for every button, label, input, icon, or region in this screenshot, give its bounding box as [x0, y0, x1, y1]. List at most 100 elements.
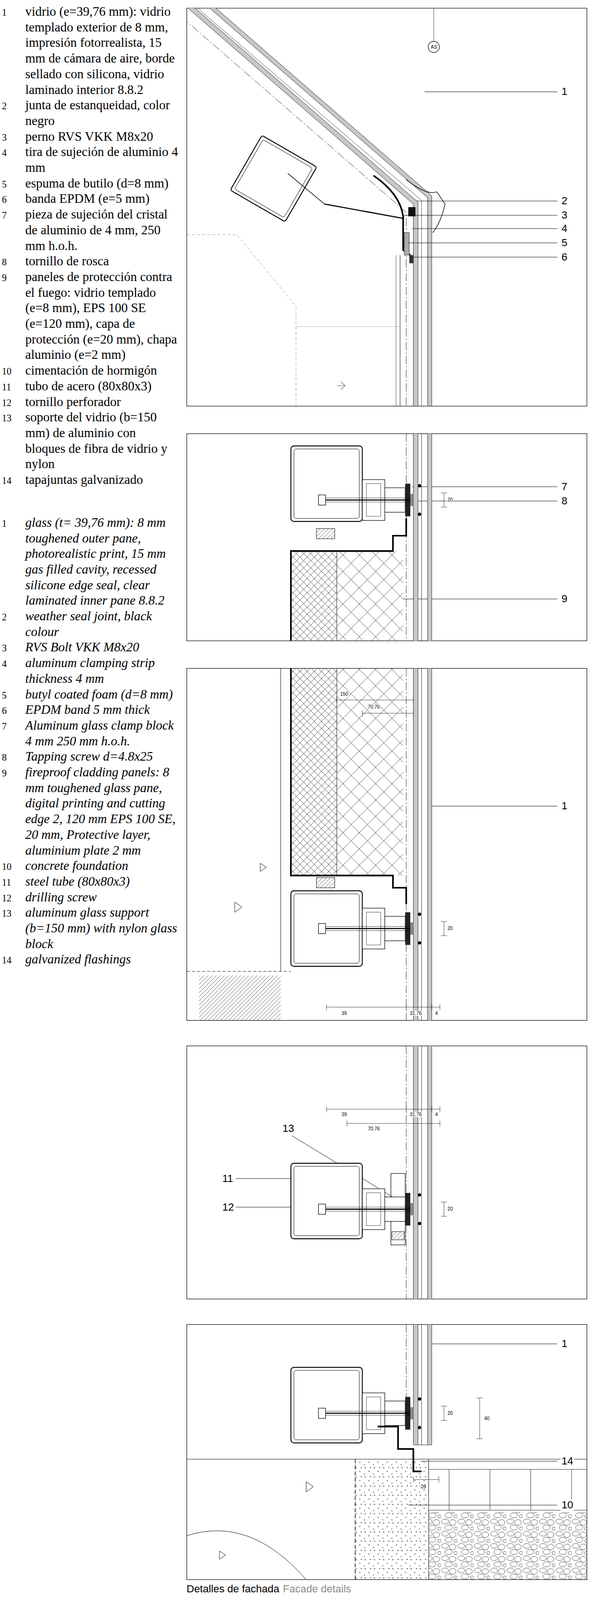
steel-tube: [291, 1366, 363, 1443]
fire-panel-detail-bottom: [187, 668, 448, 1021]
key-row: 10concrete foundation: [0, 857, 184, 874]
butyl-foam: [404, 232, 410, 256]
glass-inner-pane: [413, 668, 418, 1021]
leader-line: [412, 228, 558, 229]
key-number: 13: [0, 907, 26, 919]
glass-lines: [413, 433, 432, 1445]
key-row: 1vidrio (e=39,76 mm): vidrio templado ex…: [0, 3, 184, 98]
key-row: 1glass (t= 39,76 mm): 8 mm toughened out…: [0, 514, 184, 609]
key-text: pieza de sujeción del cristal de alumini…: [25, 206, 179, 254]
leader-lines: [235, 91, 558, 1505]
leader-line: [408, 1504, 558, 1506]
key-number: 7: [0, 720, 26, 732]
key-number: 8: [0, 751, 26, 763]
callout-number: 6: [560, 251, 569, 263]
key-text: Tapping screw d=4.8x25: [25, 748, 179, 765]
key-row: 8Tapping screw d=4.8x25: [0, 748, 184, 765]
leader-line: [420, 1460, 558, 1462]
dimension-line: [336, 697, 414, 717]
leader-line: [403, 598, 558, 600]
callout-number: 1: [560, 85, 569, 98]
dimension-value: 20: [447, 925, 454, 931]
key-text: butyl coated foam (d=8 mm): [25, 686, 179, 703]
level-triangle: [219, 1481, 314, 1560]
dimension-value: 28: [420, 1483, 427, 1489]
fire-panel-layer: [291, 668, 337, 876]
axis-bubble: [427, 41, 440, 53]
callout-number: 2: [560, 195, 569, 207]
leader-line: [431, 805, 558, 807]
leader-line: [424, 91, 558, 93]
leader-line: [412, 500, 558, 501]
aluminium-plate: [291, 668, 407, 905]
structure-line: [187, 970, 292, 972]
key-row: 12drilling screw: [0, 889, 184, 906]
glass-clamp: [318, 1188, 421, 1230]
key-number: 1: [0, 7, 26, 19]
glass-support-detail: [291, 1105, 448, 1245]
key-row: 4tira de sujeción de aluminio 4 mm: [0, 144, 184, 176]
glass-cavity-line: [187, 8, 422, 406]
key-text: tornillo de rosca: [25, 253, 179, 270]
dimension-line: [413, 1397, 483, 1483]
key-row: 14galvanized flashings: [0, 951, 184, 968]
key-text: EPDM band 5 mm thick: [25, 701, 179, 718]
key-number: 3: [0, 642, 26, 654]
callout-number: 11: [221, 1172, 235, 1185]
panel-frame: [187, 8, 588, 406]
key-text: tubo de acero (80x80x3): [25, 378, 179, 395]
aluminium-plate: [291, 518, 407, 641]
ground-line: [187, 1458, 588, 1459]
bolt: [324, 204, 404, 219]
key-row: 12tornillo perforador: [0, 394, 184, 410]
key-number: 10: [0, 365, 26, 377]
key-row: 9fireproof cladding panels: 8 mm toughen…: [0, 764, 184, 858]
epdm-band: [409, 255, 414, 264]
frame-line: [399, 255, 401, 406]
panel-frame: [187, 1045, 588, 1299]
fire-panel-layer: [291, 551, 337, 641]
caption-translation: Facade details: [282, 1582, 352, 1595]
key-number: 4: [0, 147, 26, 159]
dimension-line: [440, 492, 448, 508]
key-row: 7pieza de sujeción del cristal de alumin…: [0, 206, 184, 254]
bolt: [287, 173, 325, 205]
key-text: cimentación de hormigón: [25, 362, 179, 379]
foundation-edge: [354, 1458, 356, 1580]
steel-tube: [291, 445, 363, 521]
glass-inner-pane: [187, 8, 419, 406]
key-row: 5butyl coated foam (d=8 mm): [0, 686, 184, 703]
key-number: 2: [0, 611, 26, 623]
dimension-value: 150: [339, 691, 349, 697]
fire-panel-eps: [336, 551, 404, 641]
key-row: 13aluminum glass support (b=150 mm) with…: [0, 904, 184, 952]
key-number: 6: [0, 705, 26, 717]
key-text: aluminum glass support (b=150 mm) with n…: [25, 904, 179, 952]
dimension-value: 31.76: [409, 1010, 423, 1016]
key-text: steel tube (80x80x3): [25, 873, 179, 890]
key-number: 9: [0, 272, 26, 284]
seal-joint: [408, 207, 416, 217]
leader-line: [404, 215, 558, 216]
concrete-foundation: [355, 1458, 429, 1580]
key-text: drilling screw: [25, 889, 179, 906]
key-number: 1: [0, 518, 26, 530]
key-number: 5: [0, 689, 26, 701]
panel-frame: [187, 433, 588, 641]
callout-number: 13: [281, 1122, 295, 1134]
steel-tube: [291, 1163, 363, 1239]
dimension-line: [326, 1105, 440, 1127]
key-text: vidrio (e=39,76 mm): vidrio templado ext…: [25, 3, 179, 98]
key-row: 11tubo de acero (80x80x3): [0, 378, 184, 395]
key-number: 6: [0, 194, 26, 206]
key-row: 14tapajuntas galvanizado: [0, 471, 184, 488]
glass-block: [316, 528, 335, 539]
leader-line: [416, 200, 558, 202]
key-row: 5espuma de butilo (d=8 mm): [0, 175, 184, 192]
glass-outer-pane: [427, 668, 432, 1021]
key-number: 12: [0, 892, 26, 904]
fire-panel-edge: [336, 551, 338, 641]
key-row: 11steel tube (80x80x3): [0, 873, 184, 890]
frame-line: [395, 255, 397, 406]
